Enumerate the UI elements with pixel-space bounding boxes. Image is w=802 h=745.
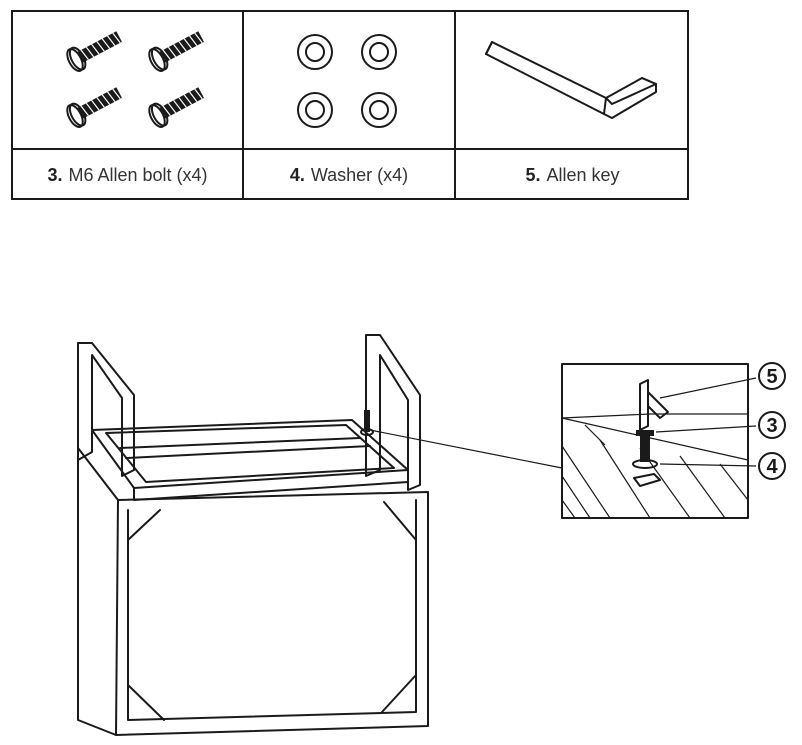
part-name: Allen key: [546, 164, 620, 185]
part-number: 3.: [47, 164, 63, 185]
allen-key-cell: [456, 12, 689, 148]
part-label-bolt: 3. M6 Allen bolt (x4): [13, 150, 242, 200]
washer-icon: [297, 34, 397, 128]
leader-line: [369, 429, 563, 469]
callout-label: 5: [766, 366, 777, 388]
callout-4: 4: [758, 452, 786, 480]
table-divider: [242, 12, 244, 198]
callout-5: 5: [758, 362, 786, 390]
table-divider: [13, 148, 687, 150]
table-divider: [454, 12, 456, 198]
corner-bolt: [360, 410, 374, 436]
part-number: 5.: [525, 164, 541, 185]
allen-bolt-icon: [66, 31, 204, 128]
callout-label: 4: [766, 456, 778, 478]
bolt-cell: [13, 12, 242, 148]
part-label-washer: 4. Washer (x4): [244, 150, 454, 200]
parts-table: 3. M6 Allen bolt (x4) 4. Washer (x4) 5. …: [11, 10, 689, 200]
callout-3: 3: [758, 411, 786, 439]
cabinet-frame: [77, 334, 429, 736]
part-name: M6 Allen bolt (x4): [68, 164, 208, 185]
part-name: Washer (x4): [310, 164, 409, 185]
allen-key-icon: [485, 41, 657, 119]
callout-label: 3: [766, 415, 777, 437]
part-number: 4.: [289, 164, 305, 185]
part-label-allen-key: 5. Allen key: [456, 150, 689, 200]
washer-cell: [244, 12, 454, 148]
detail-zoom: [561, 363, 757, 519]
bolt-icon: [66, 31, 122, 72]
